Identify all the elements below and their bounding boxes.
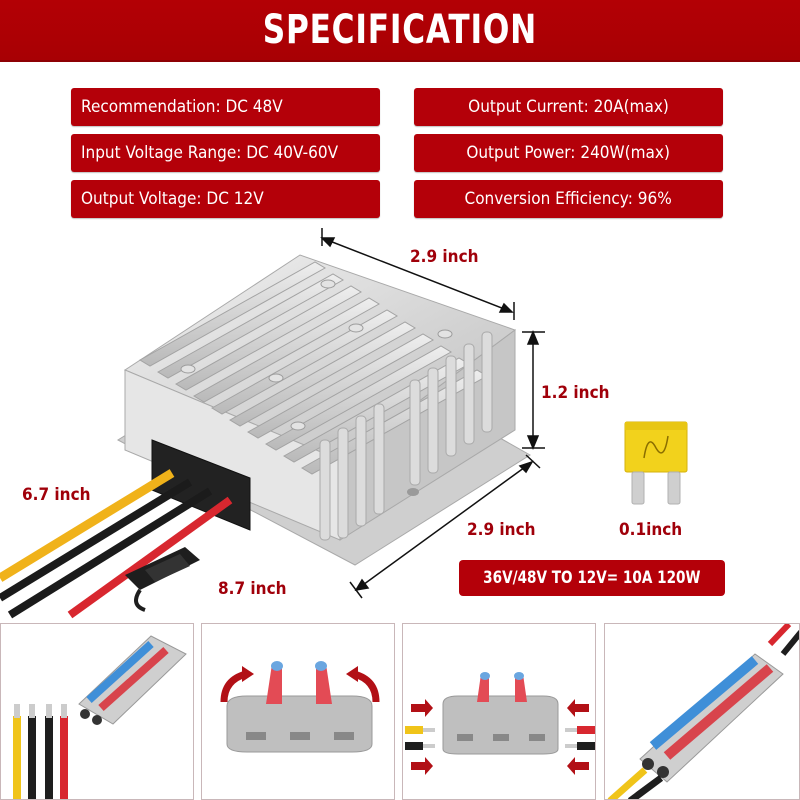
header-banner: SPECIFICATION [0,0,800,62]
spec-output-current: Output Current: 20A(max) [414,88,723,126]
spec-recommendation: Recommendation: DC 48V [71,88,380,126]
connector-levers-open-illustration [220,661,380,753]
panel-connector-wire-insertion [402,623,596,800]
spec-conversion-efficiency: Conversion Efficiency: 96% [414,180,723,218]
dimension-height: 1.2 inch [541,383,610,403]
spec-output-voltage: Output Voltage: DC 12V [71,180,380,218]
connector-with-wires-illustration [13,635,187,799]
connector-wired-illustration [607,624,799,799]
spec-text: Output Power: 240W(max) [466,143,671,163]
spec-text: Input Voltage Range: DC 40V-60V [81,143,339,163]
dimension-fuse: 0.1inch [619,520,683,540]
converter-illustration [0,228,545,619]
panel-connector-with-wires [0,623,194,800]
spec-text: Output Voltage: DC 12V [81,189,264,209]
spec-text: Output Current: 20A(max) [468,97,669,117]
blade-fuse-icon [624,421,688,505]
spec-text: Conversion Efficiency: 96% [464,189,673,209]
spec-output-power: Output Power: 240W(max) [414,134,723,172]
spec-input-voltage-range: Input Voltage Range: DC 40V-60V [71,134,380,172]
dimension-length-top: 2.9 inch [410,247,479,267]
dimension-width-bottom: 2.9 inch [467,520,536,540]
panel-connector-levers-open [201,623,395,800]
page-title: SPECIFICATION [262,7,538,53]
rating-text: 36V/48V TO 12V= 10A 120W [483,568,701,588]
spec-text: Recommendation: DC 48V [81,97,283,117]
connector-wire-insertion-illustration [405,672,595,775]
rating-banner: 36V/48V TO 12V= 10A 120W [459,560,725,596]
panel-connector-wired [604,623,800,800]
inline-fuse-holder [125,547,200,612]
dimension-input-wire: 6.7 inch [22,485,91,505]
dimension-output-wire: 8.7 inch [218,579,287,599]
